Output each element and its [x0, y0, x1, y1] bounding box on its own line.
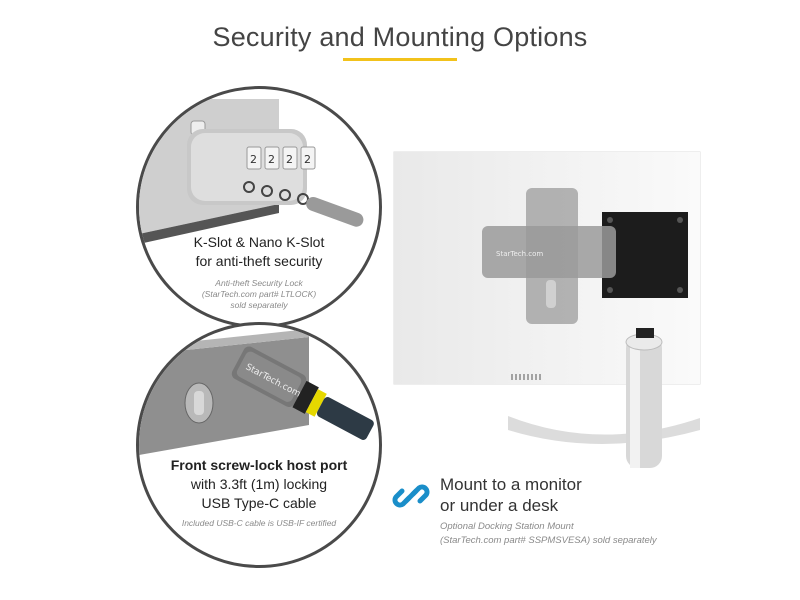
svg-text:2: 2 [268, 153, 275, 166]
svg-text:2: 2 [304, 153, 311, 166]
security-note-1: Anti-theft Security Lock [215, 278, 303, 288]
usb-cable-illustration: StarTech.com [139, 329, 374, 455]
security-note-2: (StarTech.com part# LTLOCK) [201, 289, 317, 299]
security-heading-2: for anti-theft security [195, 253, 323, 269]
svg-text:2: 2 [286, 153, 293, 166]
monitor-mount-illustration: StarTech.com [393, 151, 701, 468]
security-heading-1: K-Slot & Nano K-Slot [193, 234, 325, 250]
title-underline [343, 58, 457, 61]
link-icon [392, 484, 430, 508]
usb-heading-1: Front screw-lock host port [170, 457, 348, 473]
usb-port-panel: StarTech.com Front screw-lock host port … [136, 322, 382, 568]
mount-note-1: Optional Docking Station Mount [440, 521, 574, 532]
mount-caption: Mount to a monitor or under a desk [440, 474, 582, 516]
mount-line-2: or under a desk [440, 496, 559, 515]
dock-brand-label: StarTech.com [496, 250, 543, 258]
mount-note: Optional Docking Station Mount (StarTech… [440, 520, 657, 548]
page-title: Security and Mounting Options [212, 22, 588, 52]
security-note-3: sold separately [230, 300, 288, 310]
usb-heading-3: USB Type-C cable [201, 495, 317, 511]
mount-note-2: (StarTech.com part# SSPMSVESA) sold sepa… [440, 535, 657, 546]
svg-text:2: 2 [250, 153, 257, 166]
usb-note: Included USB-C cable is USB-IF certified [181, 518, 337, 528]
usb-heading-2: with 3.3ft (1m) locking [190, 476, 328, 492]
mount-line-1: Mount to a monitor [440, 475, 582, 494]
